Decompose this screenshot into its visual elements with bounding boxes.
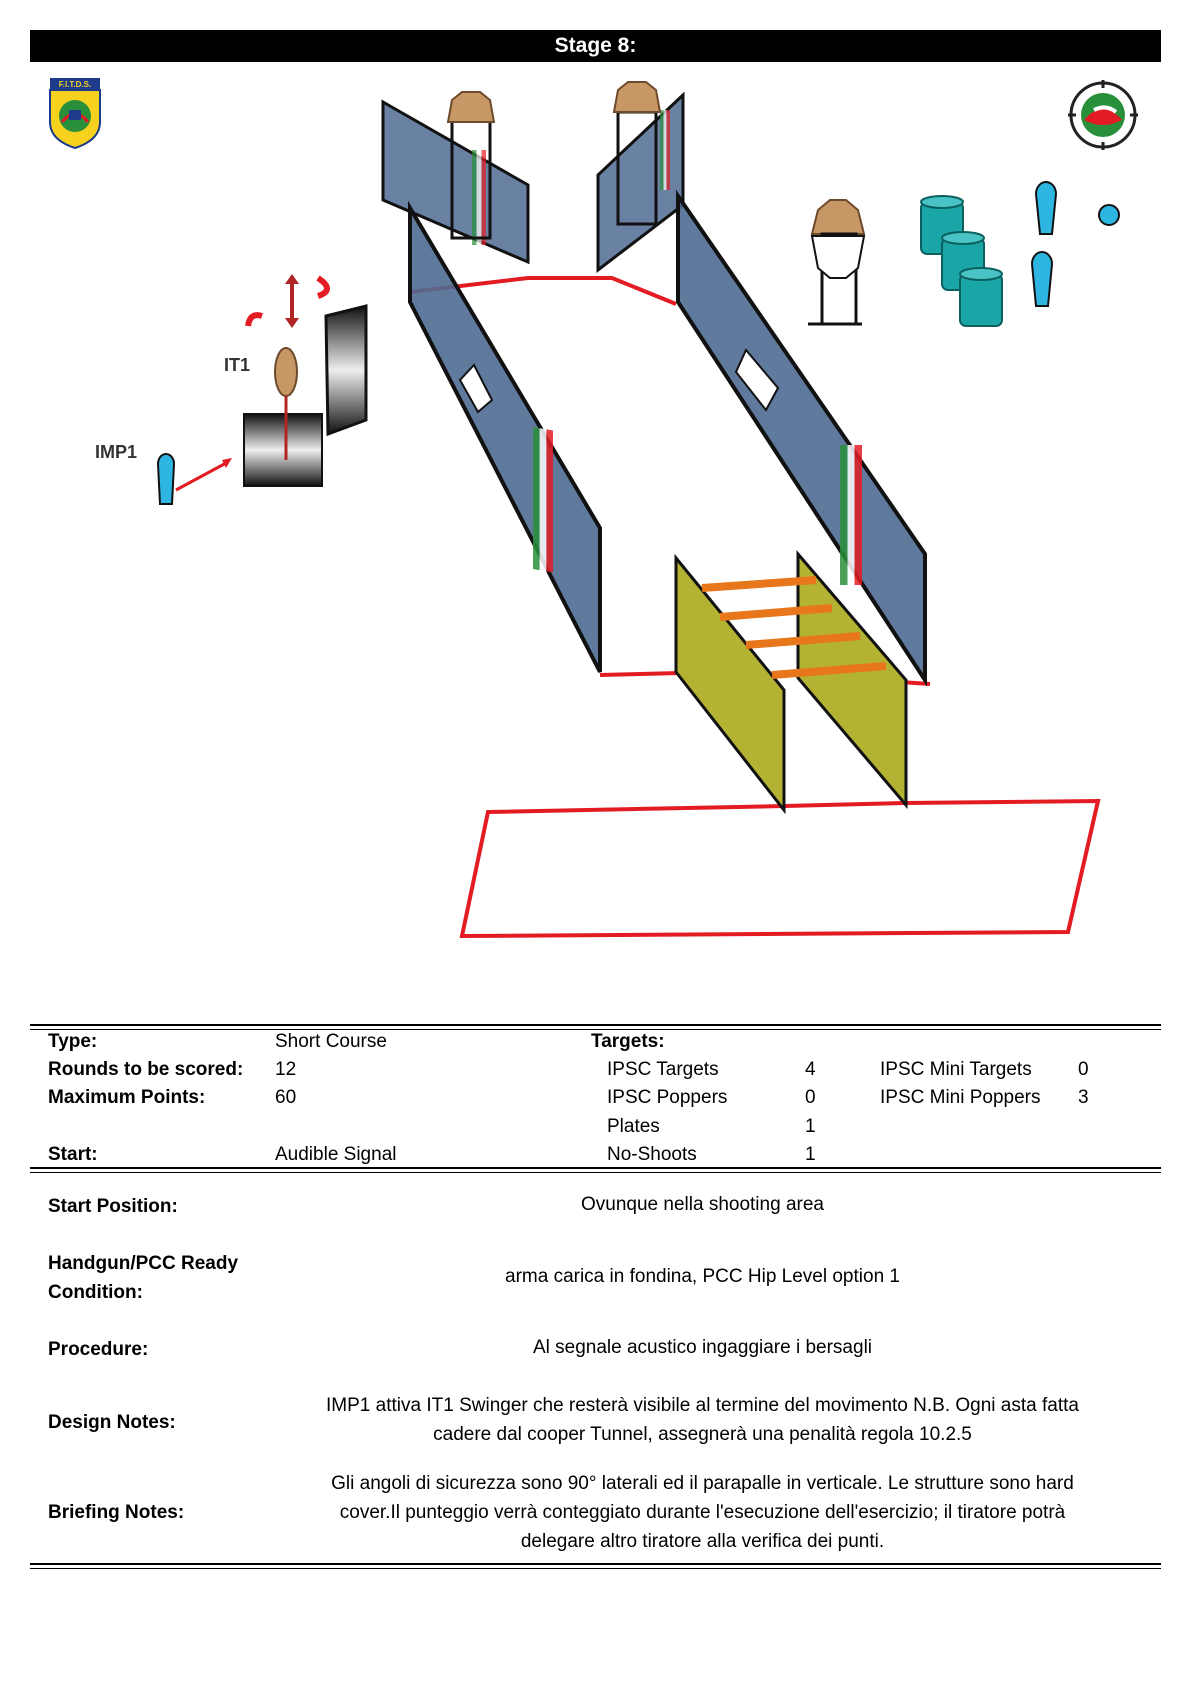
- table-top-rule-2: [30, 1029, 1161, 1030]
- mini-target-count: 3: [1078, 1087, 1089, 1108]
- left-wall: [408, 200, 602, 673]
- table-mid-rule: [30, 1167, 1161, 1169]
- type-label: Type:: [48, 1031, 98, 1052]
- type-value: Short Course: [275, 1031, 387, 1052]
- briefing-notes-line: cover.Il punteggio verrà conteggiato dur…: [339, 1502, 1066, 1523]
- popper-imp1: [156, 453, 232, 505]
- design-notes-line: IMP1 attiva IT1 Swinger che resterà visi…: [326, 1395, 1079, 1416]
- stage-diagram: [156, 81, 1120, 939]
- design-notes-label: Design Notes:: [48, 1412, 176, 1433]
- procedure-label: Procedure:: [48, 1339, 149, 1360]
- start-value: Audible Signal: [275, 1144, 397, 1165]
- start-label: Start:: [48, 1144, 98, 1165]
- stage-title: Stage 8:: [30, 30, 1161, 62]
- briefing-notes-label: Briefing Notes:: [48, 1502, 185, 1523]
- target-name: Plates: [607, 1116, 660, 1137]
- target-count: 1: [805, 1144, 816, 1165]
- ready-label: Handgun/PCC Ready: [48, 1253, 239, 1274]
- rounds-value: 12: [275, 1059, 297, 1080]
- svg-text:F.I.T.D.S.: F.I.T.D.S.: [59, 80, 91, 89]
- table-bottom-rule-2: [30, 1568, 1161, 1569]
- ready-label-line2: Condition:: [48, 1282, 143, 1303]
- ipsc-target: [612, 81, 662, 226]
- targets-label: Targets:: [591, 1031, 665, 1052]
- ipsc-target: [446, 91, 496, 240]
- start-position-value: Ovunque nella shooting area: [581, 1194, 824, 1215]
- points-label: Maximum Points:: [48, 1087, 206, 1108]
- target-count: 0: [805, 1087, 816, 1108]
- ipsc-target: [808, 199, 866, 326]
- imp1-label: IMP1: [95, 442, 138, 462]
- ready-value: arma carica in fondina, PCC Hip Level op…: [505, 1266, 900, 1287]
- mini-popper: [1030, 251, 1054, 307]
- mini-popper: [1034, 181, 1058, 235]
- briefing-notes-line: delegare altro tiratore alla verifica de…: [520, 1531, 885, 1552]
- table-top-rule: [30, 1024, 1161, 1026]
- design-notes-line: cadere dal cooper Tunnel, assegnerà una …: [433, 1424, 972, 1445]
- target-name: IPSC Poppers: [607, 1087, 728, 1108]
- right-wall: [676, 189, 927, 687]
- fitds-logo: F.I.T.D.S.: [49, 78, 101, 150]
- club-logo: [1068, 80, 1138, 150]
- back-right-wall: [596, 91, 685, 274]
- mini-target-count: 0: [1078, 1059, 1089, 1080]
- it1-label: IT1: [224, 355, 251, 375]
- points-value: 60: [275, 1087, 297, 1108]
- target-name: IPSC Targets: [607, 1059, 719, 1080]
- procedure-value: Al segnale acustico ingaggiare i bersagl…: [532, 1337, 873, 1358]
- target-name: No-Shoots: [607, 1144, 697, 1165]
- swinger-it1: [243, 274, 368, 487]
- mini-target-name: IPSC Mini Poppers: [880, 1087, 1041, 1108]
- plate: [1098, 204, 1120, 226]
- rounds-label: Rounds to be scored:: [48, 1059, 244, 1080]
- barrels: [920, 195, 1003, 327]
- back-left-wall: [381, 99, 530, 265]
- cooper-tunnel: [674, 549, 908, 815]
- table-mid-rule-2: [30, 1172, 1161, 1173]
- briefing-notes-line: Gli angoli di sicurezza sono 90° lateral…: [331, 1473, 1074, 1494]
- start-position-label: Start Position:: [48, 1196, 178, 1217]
- table-bottom-rule: [30, 1563, 1161, 1565]
- mini-target-name: IPSC Mini Targets: [880, 1059, 1032, 1080]
- target-count: 4: [805, 1059, 816, 1080]
- target-count: 1: [805, 1116, 816, 1137]
